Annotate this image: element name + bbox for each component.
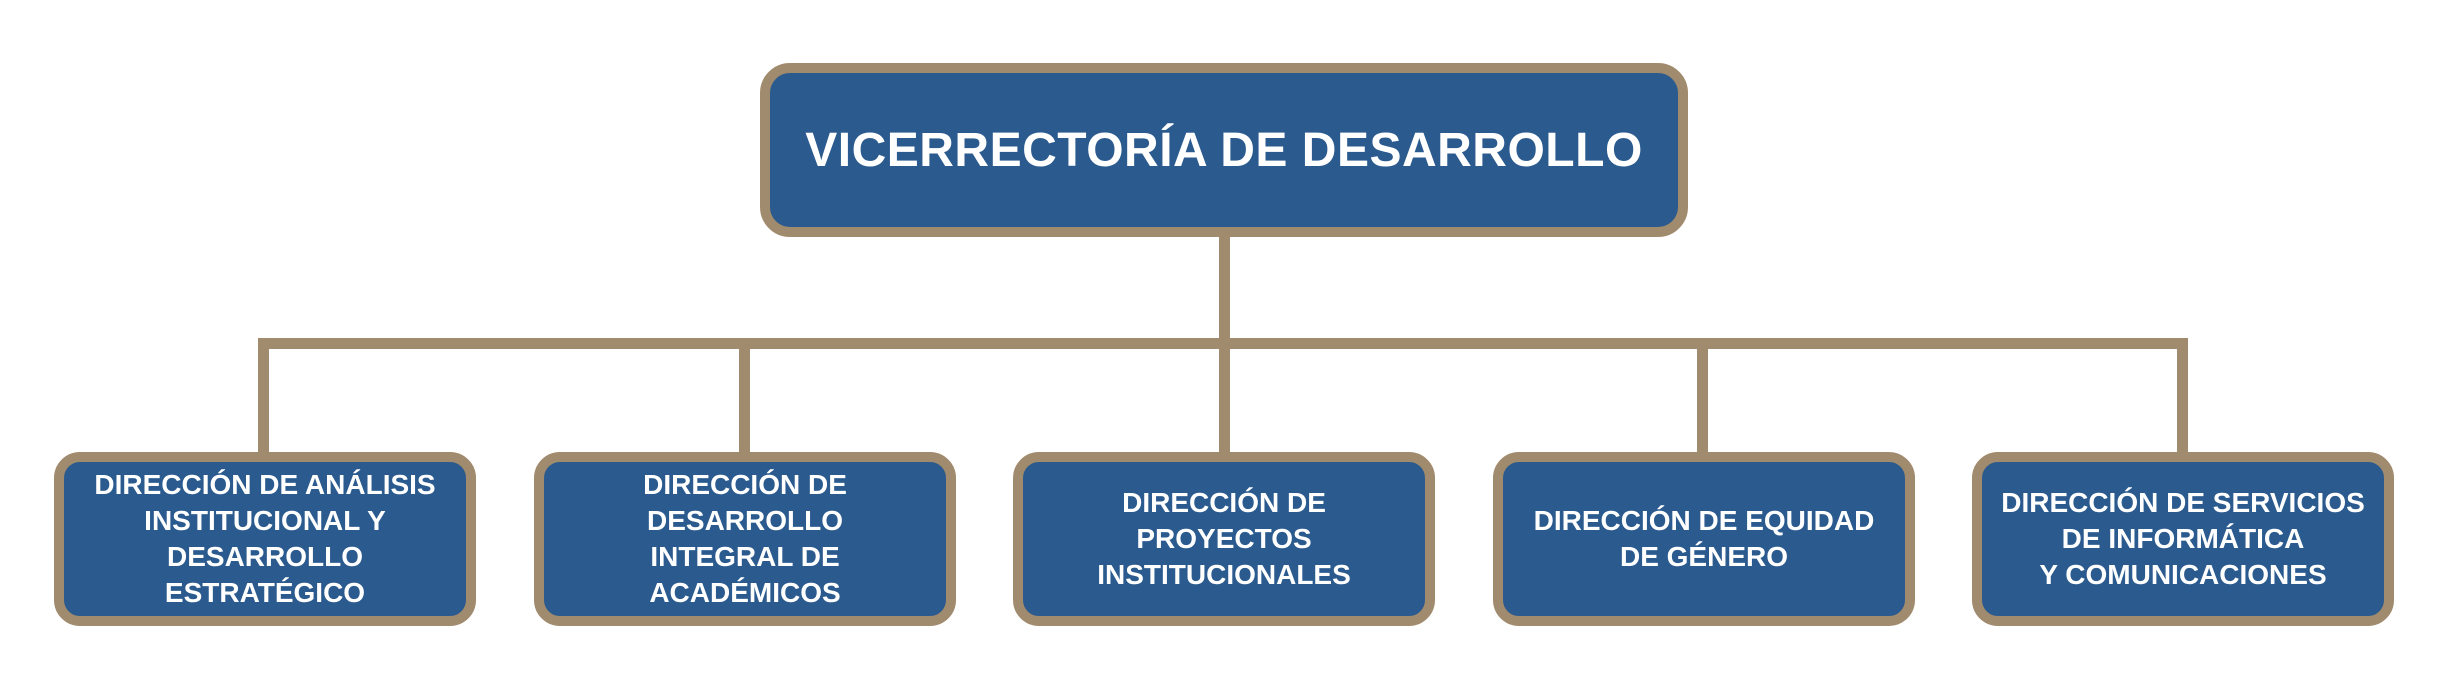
child-node-proyectos-institucionales: DIRECCIÓN DE PROYECTOS INSTITUCIONALES	[1013, 452, 1435, 626]
connector-child-4	[1697, 338, 1708, 458]
root-node-label: VICERRECTORÍA DE DESARROLLO	[805, 123, 1643, 177]
connector-child-3	[1219, 338, 1230, 458]
connector-child-2	[739, 338, 750, 458]
connector-child-5	[2177, 338, 2188, 458]
child-node-label: DIRECCIÓN DE PROYECTOS INSTITUCIONALES	[1097, 487, 1351, 590]
child-node-analisis-institucional: DIRECCIÓN DE ANÁLISIS INSTITUCIONAL Y DE…	[54, 452, 476, 626]
child-node-label: DIRECCIÓN DE DESARROLLO INTEGRAL DE ACAD…	[643, 469, 847, 608]
child-node-equidad-genero: DIRECCIÓN DE EQUIDAD DE GÉNERO	[1493, 452, 1915, 626]
child-node-desarrollo-integral: DIRECCIÓN DE DESARROLLO INTEGRAL DE ACAD…	[534, 452, 956, 626]
root-node: VICERRECTORÍA DE DESARROLLO	[760, 63, 1688, 237]
child-node-label: DIRECCIÓN DE EQUIDAD DE GÉNERO	[1533, 505, 1875, 572]
connector-root-stem	[1219, 235, 1230, 345]
child-node-label: DIRECCIÓN DE ANÁLISIS INSTITUCIONAL Y DE…	[94, 469, 436, 608]
connector-child-1	[258, 338, 269, 458]
child-node-label: DIRECCIÓN DE SERVICIOS DE INFORMÁTICA Y …	[2001, 487, 2365, 590]
child-node-servicios-informatica: DIRECCIÓN DE SERVICIOS DE INFORMÁTICA Y …	[1972, 452, 2394, 626]
